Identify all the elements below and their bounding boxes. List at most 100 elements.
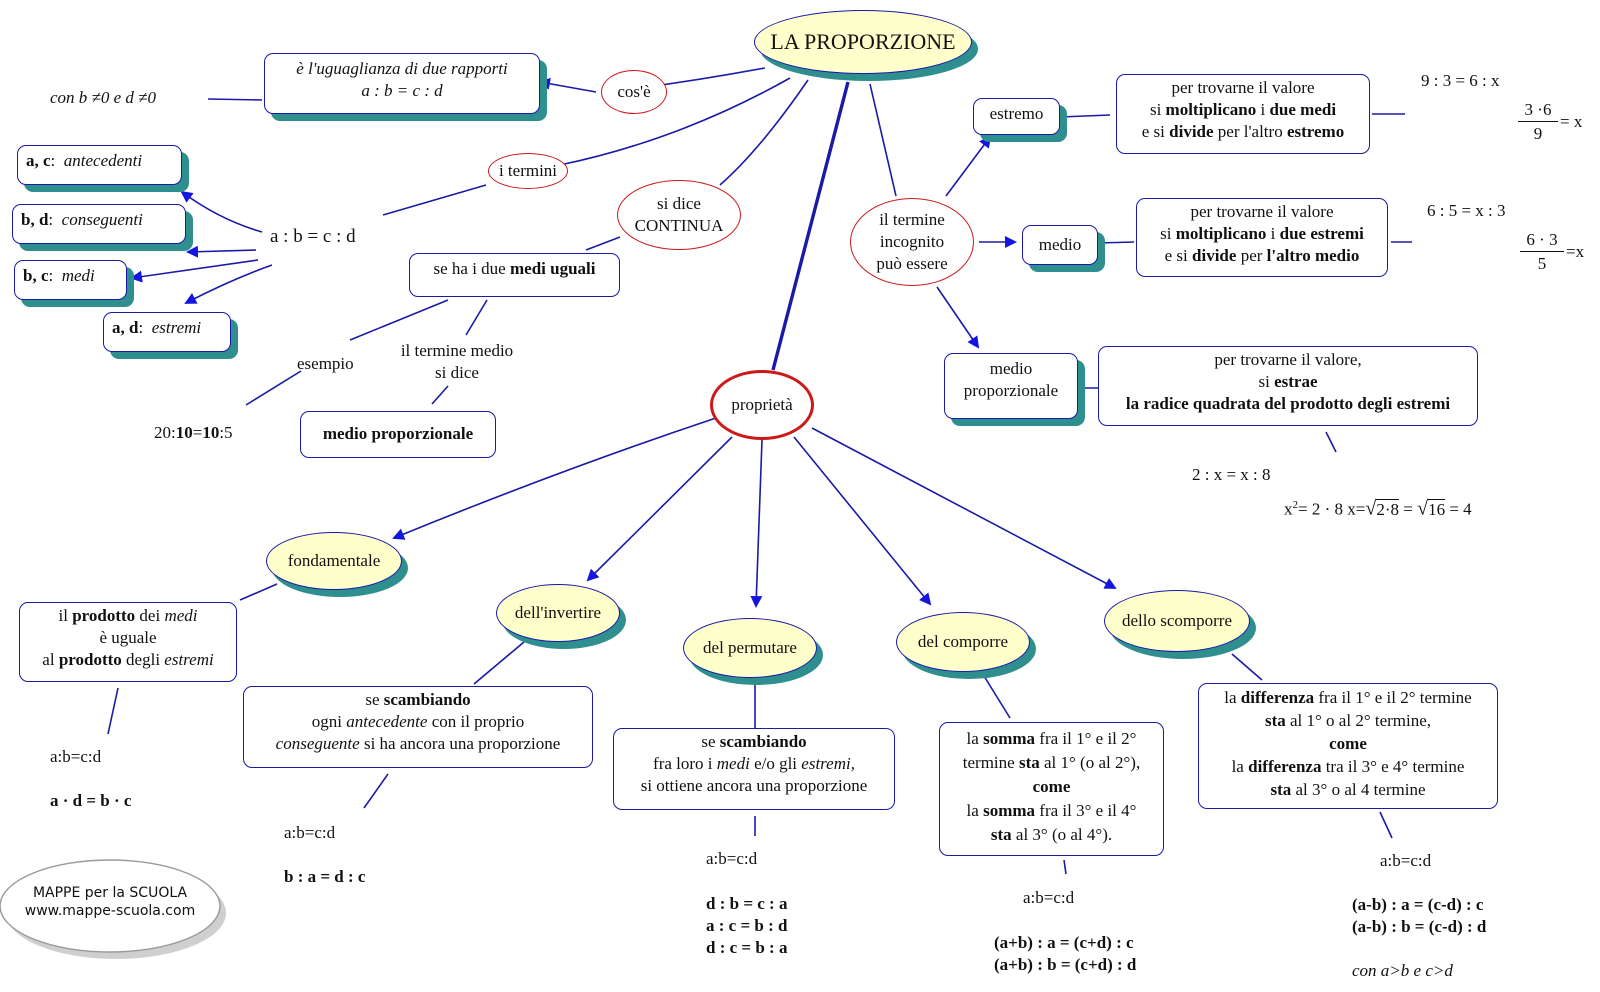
line-termini-formula: [382, 184, 487, 216]
t: si: [1258, 372, 1275, 391]
proprieta-label: proprietà: [731, 395, 793, 414]
line-fond-box: [239, 583, 278, 601]
permutare-label: del permutare: [703, 638, 797, 657]
t: fra il 1° e il 2° termine: [1314, 688, 1472, 707]
scomporre-box: la differenza fra il 1° e il 2° termine …: [1198, 683, 1498, 809]
ex3: (a+b) : b = (c+d) : d: [994, 955, 1137, 974]
term-letters: b, d: [21, 210, 49, 229]
t: come: [1329, 734, 1367, 753]
t: prodotto: [72, 606, 136, 625]
estremo-example: 9 : 3 = 6 : x: [1421, 70, 1500, 92]
t: i: [1266, 224, 1280, 243]
permutare-box: se scambiando fra loro i medi e/o gli es…: [613, 728, 895, 810]
scomporre-formulas: (a-b) : a = (c-d) : c (a-b) : b = (c-d) …: [1352, 894, 1486, 938]
ex2: b : a = d : c: [284, 867, 366, 886]
cond-bold: medi uguali: [509, 259, 596, 278]
line-inv-ex: [363, 773, 389, 809]
mp-exp: 2: [1292, 499, 1299, 511]
frac-eq: =x: [1566, 242, 1585, 261]
invertire-formula: b : a = d : c: [284, 866, 365, 888]
cose-node: cos'è: [601, 70, 667, 114]
scomporre-label: dello scomporre: [1122, 611, 1232, 630]
medio-prop-example1: 2 : x = x : 8: [1192, 464, 1271, 486]
term-sep: :: [48, 210, 54, 229]
fondamentale-example: a:b=c:d: [50, 746, 101, 768]
t: somma: [983, 729, 1036, 748]
proprieta-node: proprietà: [710, 370, 814, 440]
t: per l'altro: [1213, 122, 1287, 141]
t: la: [966, 729, 984, 748]
estremo-rule-box: per trovarne il valore si moltiplicano i…: [1116, 74, 1370, 154]
sqrt-icon: √: [1365, 497, 1377, 520]
mp-eq3: = 4: [1445, 499, 1472, 519]
medio-example: 6 : 5 = x : 3: [1427, 200, 1506, 222]
permutare-example: a:b=c:d: [706, 848, 757, 870]
invertire-node: dell'invertire: [496, 584, 620, 642]
term-name: medi: [61, 266, 95, 285]
comporre-box: la somma fra il 1° e il 2° termine sta a…: [939, 722, 1164, 856]
t: termine: [962, 753, 1019, 772]
line-continua-cond: [585, 236, 621, 251]
title-ellipse: LA PROPORZIONE: [754, 10, 972, 74]
esempio-label: esempio: [297, 353, 354, 375]
ex1: a:b=c:d: [284, 823, 336, 842]
term-box-conseguenti: b, d: conseguenti: [12, 204, 186, 244]
line-inv-box: [473, 641, 525, 685]
t: somma: [983, 801, 1036, 820]
t: sta: [1264, 711, 1286, 730]
mp-ex1: 2 : x = x : 8: [1192, 465, 1271, 484]
term-name: antecedenti: [63, 151, 143, 170]
t: moltiplicano: [1165, 100, 1257, 119]
line-estremo-rule: [1059, 114, 1111, 118]
fondamentale-label: fondamentale: [287, 551, 381, 570]
t: è uguale: [99, 628, 157, 647]
t: medi: [716, 754, 750, 773]
medio-ex1: 6 : 5 = x : 3: [1427, 201, 1506, 220]
cond: con a>b e c>d: [1352, 961, 1453, 980]
comporre-example: a:b=c:d: [1023, 887, 1074, 909]
t: degli: [121, 650, 165, 669]
t: estremi,: [801, 754, 855, 773]
t: due medi: [1269, 100, 1337, 119]
t: divide: [1169, 122, 1214, 141]
termini-formula: a : b = c : d: [270, 226, 356, 248]
line-scomp-ex: [1379, 811, 1393, 839]
t: se: [701, 732, 720, 751]
credit-text: MAPPE per la SCUOLA www.mappe-scuola.com: [10, 884, 210, 920]
line-mp-ex: [1325, 431, 1337, 453]
comporre-formulas: (a+b) : a = (c+d) : c (a+b) : b = (c+d) …: [994, 932, 1136, 976]
ex-b: 10: [175, 423, 193, 442]
t: moltiplicano: [1175, 224, 1267, 243]
comporre-node: del comporre: [896, 612, 1030, 672]
term-letters: a, d: [112, 318, 139, 337]
arrow-invertire: [586, 436, 733, 582]
arrow-fondamentale: [392, 417, 717, 540]
medio-proporzionale-box: medio proporzionale: [300, 411, 496, 458]
term-box-antecedenti: a, c: antecedenti: [17, 145, 182, 185]
ex1: a:b=c:d: [50, 747, 102, 766]
line-condition: [207, 98, 263, 101]
fondamentale-box: il prodotto dei medi è uguale al prodott…: [19, 602, 237, 682]
line-comp-box: [983, 675, 1011, 719]
t: con il proprio: [427, 712, 525, 731]
term-letters: a, c: [26, 151, 51, 170]
t: al 1° o al 2° termine,: [1285, 711, 1432, 730]
invertire-box: se scambiando ogni antecedente con il pr…: [243, 686, 593, 768]
incognito-node: il termine incognito può essere: [850, 198, 974, 286]
invertire-label: dell'invertire: [514, 603, 602, 622]
line-medio-rule: [1097, 241, 1135, 244]
t: estrae: [1274, 372, 1318, 391]
arrow-conseguenti: [186, 245, 257, 258]
t: al: [42, 650, 59, 669]
ex-c: =: [192, 423, 203, 442]
frac-den: 5: [1537, 254, 1547, 273]
fondamentale-node: fondamentale: [266, 532, 402, 590]
line-cond-medio: [465, 299, 488, 336]
frac-eq: = x: [1560, 112, 1583, 131]
ex1: a:b=c:d: [706, 849, 758, 868]
ex1: a:b=c:d: [1023, 888, 1075, 907]
medio-prop-rule-box: per trovarne il valore, si estrae la rad…: [1098, 346, 1478, 426]
t: la radice quadrata del prodotto degli es…: [1125, 394, 1451, 413]
t: due estremi: [1279, 224, 1364, 243]
